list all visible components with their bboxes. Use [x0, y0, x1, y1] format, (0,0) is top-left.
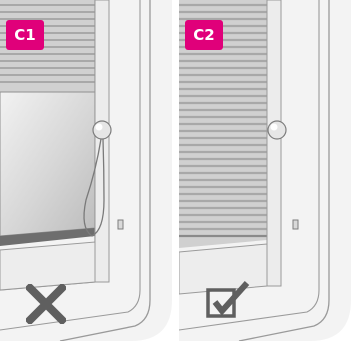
panel-c2: C2 [179, 0, 351, 341]
roller-shade [0, 92, 95, 236]
sash-rail [0, 242, 95, 290]
sash-stile [267, 0, 281, 286]
panel-label-c1: C1 [6, 20, 44, 50]
cord-clip [118, 220, 123, 229]
panel-divider [172, 0, 179, 341]
control-knob [93, 121, 111, 139]
panel-c1: C1 [0, 0, 172, 341]
checkbox-check-icon [205, 280, 253, 324]
cord-clip [293, 220, 298, 229]
cross-icon [26, 284, 66, 324]
sash-stile [95, 0, 109, 282]
control-knob [268, 121, 286, 139]
panel-label-c2: C2 [185, 20, 223, 50]
